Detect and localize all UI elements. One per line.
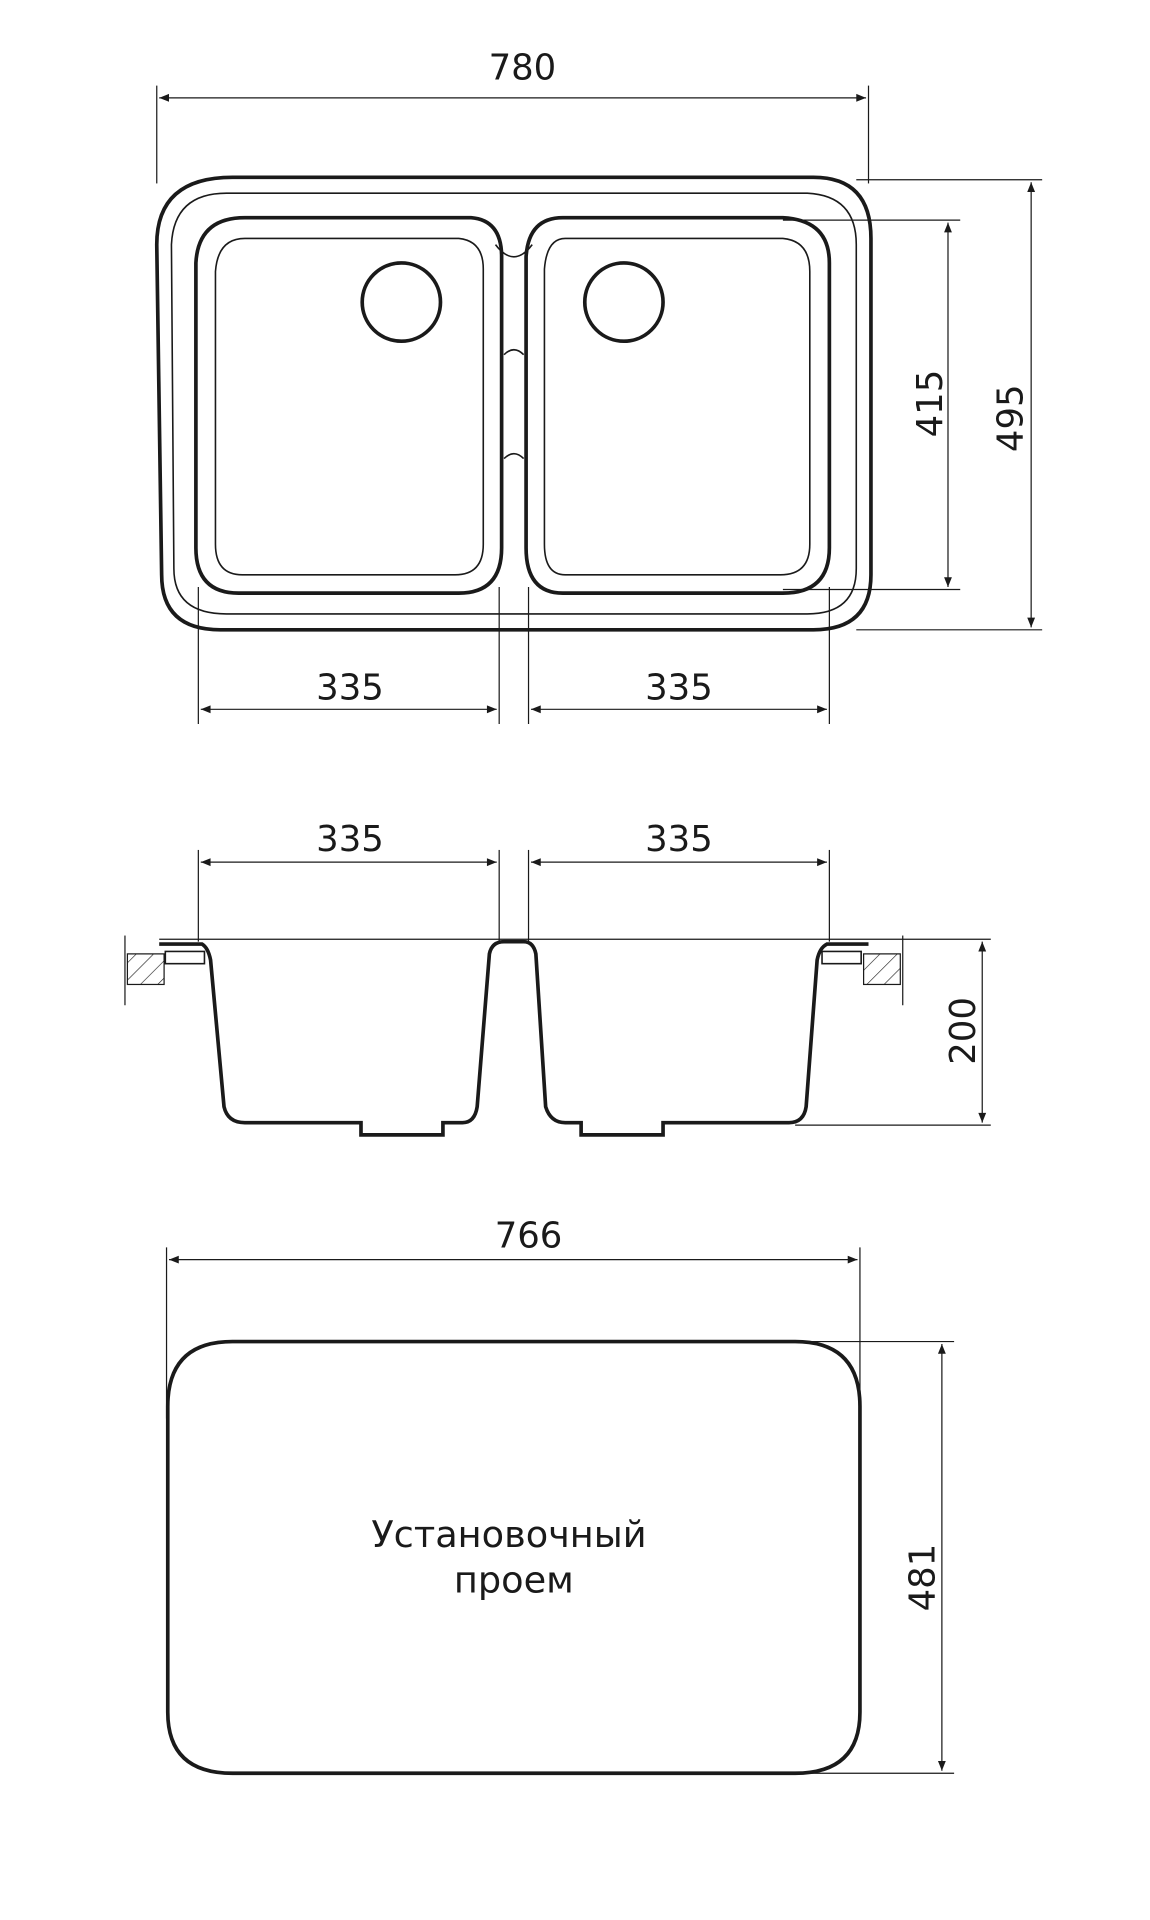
overall-width-label: 780 (489, 47, 557, 88)
right-drain-hole (582, 261, 665, 344)
cutout-label-line1: Установочный (371, 1513, 646, 1556)
countertop-right (863, 953, 901, 986)
right-bowl (524, 215, 832, 595)
left-bowl (194, 215, 504, 595)
section-view: 335 335 200 (124, 819, 991, 1137)
section-right-width-label: 335 (645, 819, 713, 860)
right-bowl-width-label: 335 (645, 668, 713, 709)
overall-depth-label: 495 (991, 384, 1032, 452)
bowl-depth-label: 415 (910, 370, 951, 438)
left-bowl-width-label: 335 (316, 668, 384, 709)
left-drain-hole (360, 261, 443, 344)
bowl-height-label: 200 (943, 997, 984, 1065)
sink-section-profile (159, 939, 869, 1137)
cutout-depth-label: 481 (903, 1544, 944, 1612)
sink-outline (154, 175, 873, 632)
cutout-label-line2: проем (454, 1558, 574, 1601)
top-view: 780 415 495 335 335 (154, 47, 1043, 724)
section-left-width-label: 335 (316, 819, 384, 860)
cutout-view: 766 481 Установочный проем (165, 1215, 955, 1776)
countertop-left (126, 953, 165, 986)
cutout-width-label: 766 (495, 1215, 563, 1256)
